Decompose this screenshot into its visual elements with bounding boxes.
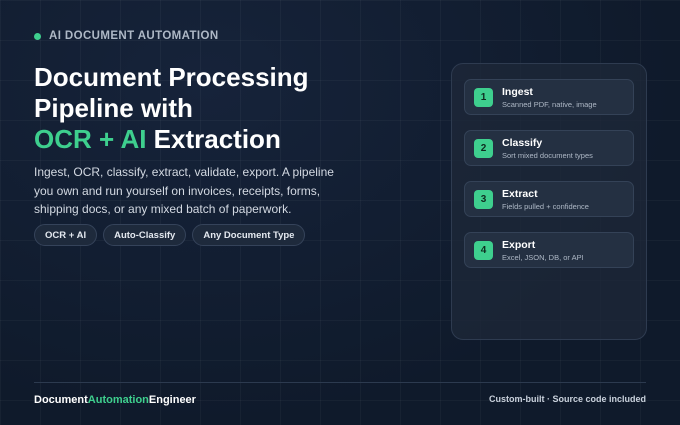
eyebrow: AI DOCUMENT AUTOMATION: [34, 30, 219, 42]
pipeline-panel: 1 Ingest Scanned PDF, native, image 2 Cl…: [451, 63, 647, 340]
footer-divider: [34, 382, 646, 383]
tag-ocr-ai: OCR + AI: [34, 224, 98, 246]
footer-note: Custom-built · Source code included: [488, 394, 646, 404]
step-name: Export: [502, 238, 536, 251]
step-name: Extract: [502, 187, 538, 200]
brand-part-1: Document: [34, 394, 88, 406]
title-line-1: Document Processing: [34, 62, 309, 92]
step-description: Fields pulled + confidence: [502, 201, 589, 211]
step-description: Scanned PDF, native, image: [502, 99, 597, 109]
step-number-badge: 1: [474, 87, 493, 107]
brand-logo: DocumentAutomationEngineer: [34, 394, 196, 406]
page-title: Document Processing Pipeline with OCR + …: [34, 62, 364, 155]
step-number-badge: 3: [474, 189, 493, 209]
status-dot-icon: [34, 32, 41, 40]
tag-list: OCR + AI Auto-Classify Any Document Type: [34, 224, 306, 246]
title-line-2: Pipeline with: [34, 93, 193, 123]
step-number-badge: 4: [474, 240, 493, 260]
step-description: Sort mixed document types: [502, 150, 593, 160]
step-export: 4 Export Excel, JSON, DB, or API: [464, 232, 634, 268]
step-ingest: 1 Ingest Scanned PDF, native, image: [464, 79, 634, 115]
description: Ingest, OCR, classify, extract, validate…: [34, 165, 334, 216]
tag-auto-classify: Auto-Classify: [103, 224, 187, 246]
step-name: Ingest: [502, 85, 533, 98]
eyebrow-label: AI DOCUMENT AUTOMATION: [49, 30, 219, 42]
step-description: Excel, JSON, DB, or API: [502, 252, 584, 262]
title-accent: OCR + AI: [34, 124, 147, 154]
step-extract: 3 Extract Fields pulled + confidence: [464, 181, 634, 217]
brand-part-2: Automation: [87, 394, 149, 406]
step-classify: 2 Classify Sort mixed document types: [464, 130, 634, 166]
brand-part-3: Engineer: [148, 394, 196, 406]
tag-any-document-type: Any Document Type: [192, 224, 306, 246]
title-line-3: Extraction: [146, 124, 281, 154]
step-number-badge: 2: [474, 138, 493, 158]
step-name: Classify: [502, 136, 543, 149]
